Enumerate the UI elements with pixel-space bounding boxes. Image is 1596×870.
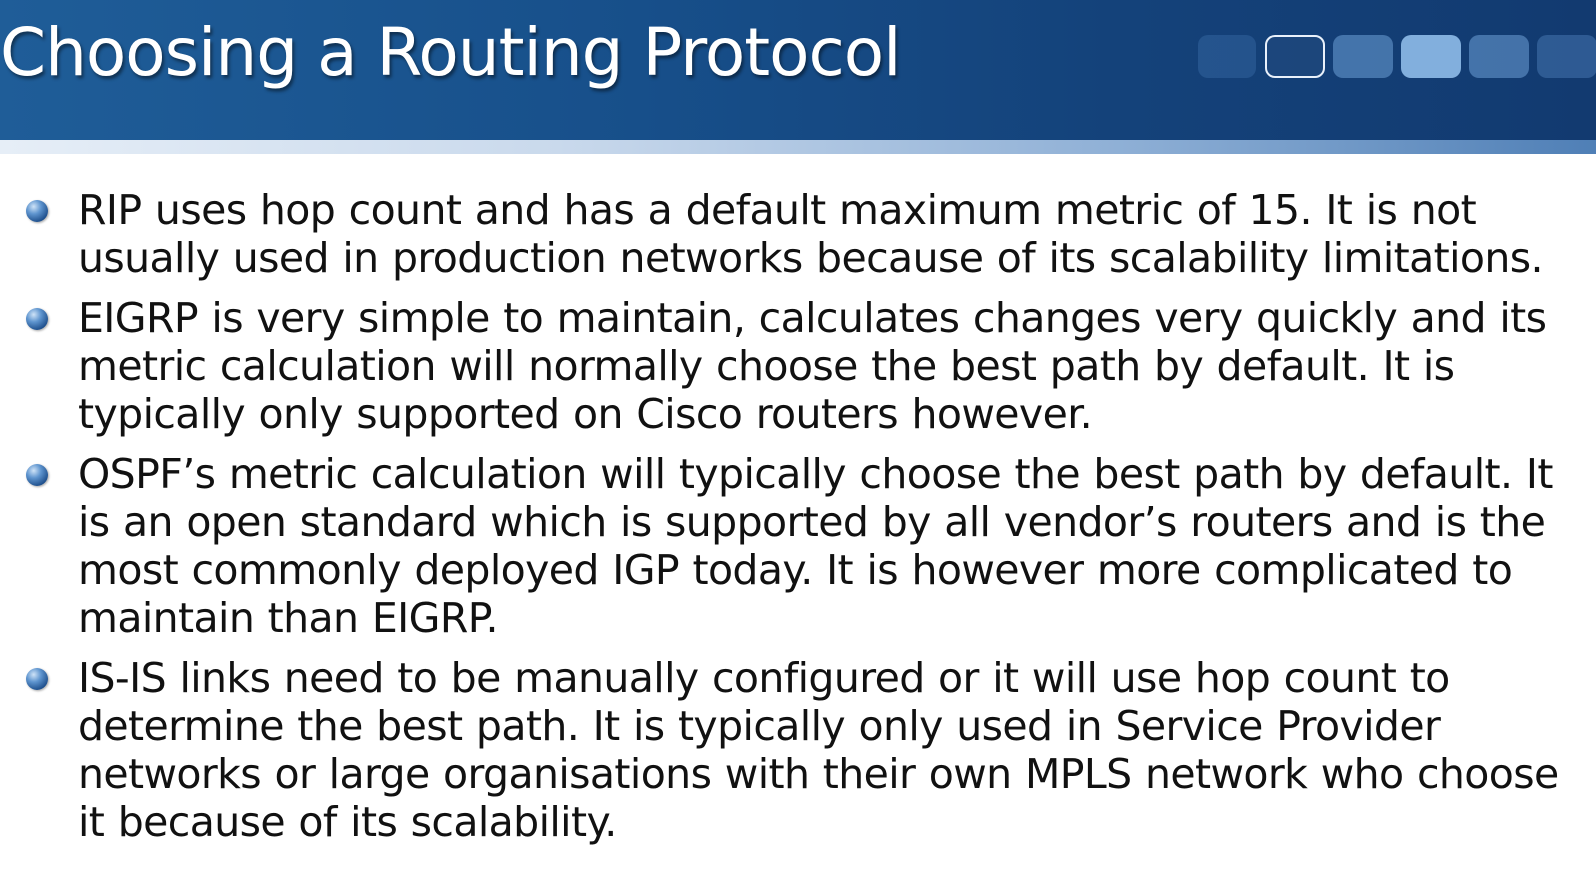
title-bar: Choosing a Routing Protocol [0, 0, 1596, 152]
header-divider [0, 140, 1596, 154]
bullet-text: EIGRP is very simple to maintain, calcul… [78, 294, 1547, 438]
slide-title: Choosing a Routing Protocol [0, 14, 902, 91]
bullet-item-rip: RIP uses hop count and has a default max… [0, 186, 1596, 282]
bullet-item-ospf: OSPF’s metric calculation will typically… [0, 450, 1596, 642]
bullet-text: IS-IS links need to be manually configur… [78, 654, 1559, 846]
bullet-icon [26, 308, 48, 330]
bullet-icon [26, 200, 48, 222]
decorative-tile [1401, 35, 1461, 78]
bullet-text: OSPF’s metric calculation will typically… [78, 450, 1553, 642]
bullet-list: RIP uses hop count and has a default max… [0, 186, 1596, 858]
bullet-item-eigrp: EIGRP is very simple to maintain, calcul… [0, 294, 1596, 438]
decorative-tile [1469, 35, 1529, 78]
decorative-tile [1333, 35, 1393, 78]
bullet-icon [26, 464, 48, 486]
decorative-tile [1537, 35, 1596, 78]
decorative-tile [1265, 35, 1325, 78]
bullet-item-isis: IS-IS links need to be manually configur… [0, 654, 1596, 846]
bullet-text: RIP uses hop count and has a default max… [78, 186, 1544, 282]
decorative-tile [1198, 35, 1256, 78]
bullet-icon [26, 668, 48, 690]
